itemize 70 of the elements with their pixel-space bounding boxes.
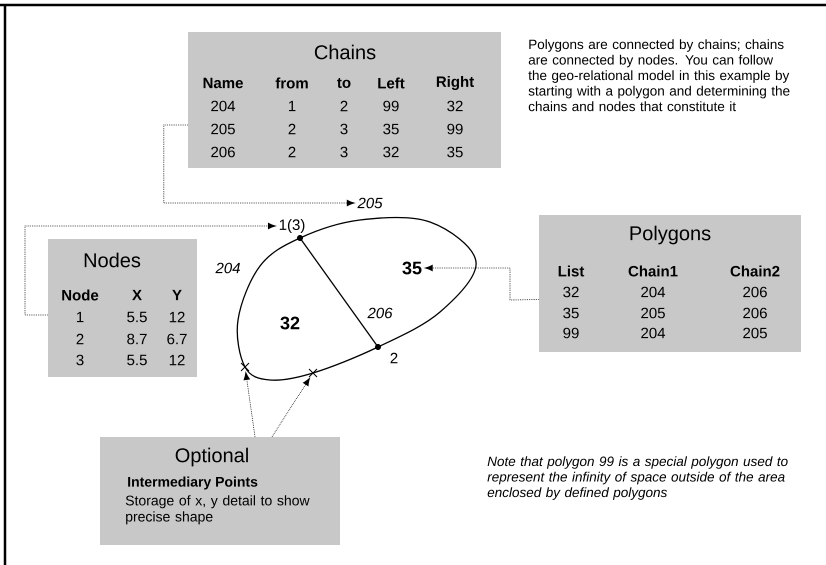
column-header: from (276, 78, 308, 88)
table-cell: 206 (743, 286, 767, 298)
table-cell: 99 (383, 100, 399, 112)
table-cell: 32 (563, 286, 579, 298)
intermediary-point-mark (308, 368, 318, 378)
column-header: Left (378, 78, 405, 88)
table-cell: 204 (641, 328, 666, 338)
table-cell: 12 (170, 312, 185, 322)
chain-label: 204 (215, 262, 240, 274)
column-header: Chain1 (628, 266, 678, 276)
table-cell: 2 (288, 124, 296, 134)
info-box (100, 437, 340, 545)
intermediary-point-mark (240, 362, 250, 372)
table-panel (188, 32, 501, 168)
table-panel (48, 239, 197, 377)
table-cell: 6.7 (167, 334, 187, 344)
column-header: Right (436, 76, 474, 90)
box-text: Storage of x, y detail to show precise shape (126, 495, 310, 524)
column-header: to (337, 78, 350, 88)
table-cell: 2 (288, 146, 296, 158)
description-text: Polygons are connected by chains; chains are connected by nodes. You can follow the geo-relational model in this example by starting with a polygon and determining the chains and nodes that constitute it (528, 39, 790, 112)
table-cell: 205 (641, 308, 665, 318)
table-title: Polygons (630, 226, 710, 244)
column-header: Chain2 (730, 266, 780, 276)
leader-arrow (424, 264, 540, 300)
note-text: Note that polygon 99 is a special polygon used to represent the infinity of space outside of the area enclosed by defined polygons (487, 456, 788, 500)
polygon-label: 32 (280, 316, 300, 330)
table-cell: 99 (447, 124, 463, 134)
table-cell: 5.5 (127, 354, 147, 366)
table-cell: 35 (563, 308, 579, 318)
table-cell: 206 (211, 146, 235, 158)
leader-arrow (272, 378, 310, 438)
node-label: 1(3) (280, 219, 304, 233)
box-title: Optional (176, 448, 248, 466)
table-cell: 205 (211, 124, 235, 134)
table-cell: 35 (383, 124, 399, 134)
table-cell: 35 (447, 146, 463, 158)
table-cell: 32 (383, 146, 399, 158)
table-cell: 2 (340, 100, 348, 112)
table-panel (539, 215, 802, 352)
table-cell: 205 (743, 328, 767, 338)
table-cell: 1 (76, 312, 84, 322)
polygon-label: 35 (402, 262, 422, 274)
column-header: Node (62, 290, 98, 300)
table-cell: 3 (340, 146, 348, 158)
table-cell: 3 (340, 124, 348, 134)
node-label: 2 (390, 352, 398, 364)
chain-label: 205 (357, 198, 383, 208)
table-cell: 206 (743, 308, 767, 318)
column-header: Name (204, 78, 243, 88)
table-cell: 8.7 (127, 334, 147, 344)
chain-label: 206 (367, 308, 393, 318)
column-header: Y (172, 290, 182, 300)
table-title: Nodes (84, 252, 140, 268)
leader-arrow (163, 124, 355, 206)
column-header: List (558, 266, 584, 276)
table-title: Chains (314, 44, 376, 60)
table-cell: 204 (211, 100, 236, 112)
table-cell: 204 (641, 286, 666, 298)
leader-arrow (24, 222, 276, 316)
table-cell: 32 (447, 100, 463, 112)
table-cell: 99 (563, 328, 579, 338)
table-cell: 12 (170, 354, 185, 366)
table-cell: 1 (288, 100, 296, 112)
table-cell: 5.5 (127, 312, 147, 322)
table-cell: 2 (76, 334, 84, 344)
box-subtitle: Intermediary Points (128, 476, 258, 490)
column-header: X (132, 290, 142, 300)
leader-arrow (244, 372, 256, 438)
table-cell: 3 (76, 354, 84, 366)
